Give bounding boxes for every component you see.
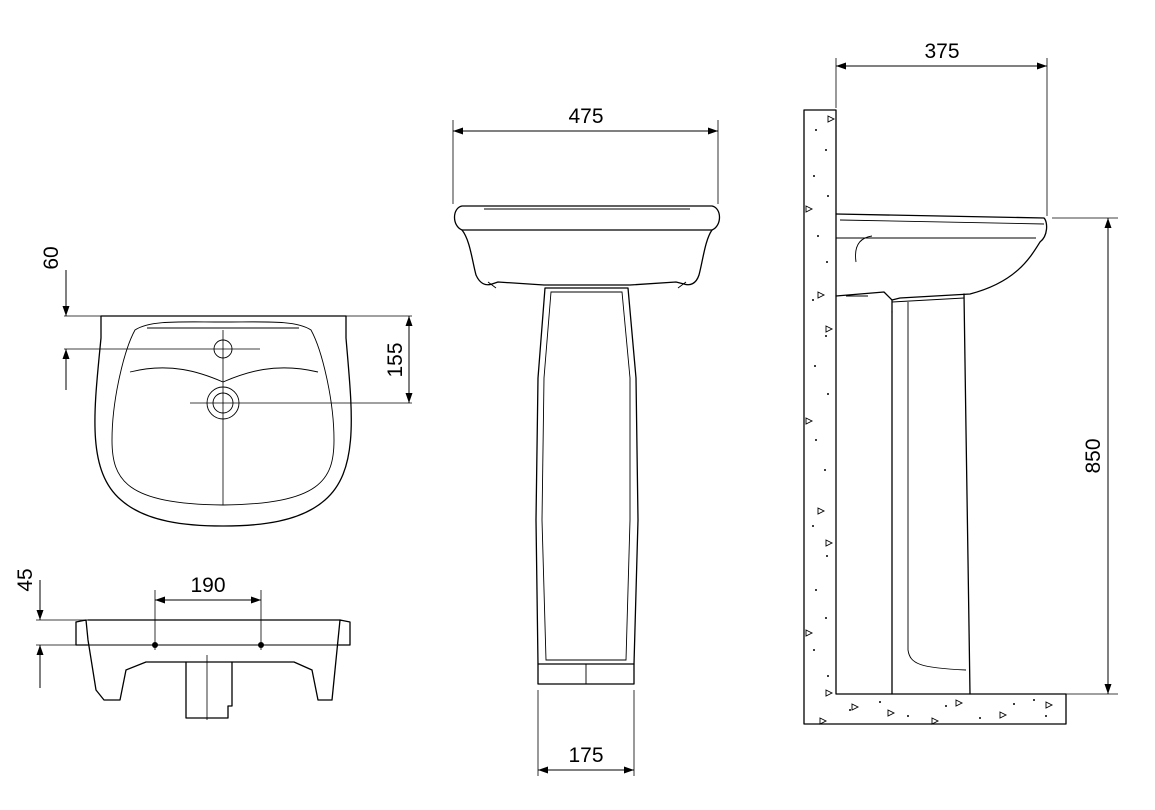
dimension-label-850: 850 xyxy=(1082,438,1105,473)
pedestal-front-view xyxy=(452,120,721,776)
side-view xyxy=(803,58,1118,725)
dimension-label-45: 45 xyxy=(14,568,37,591)
concrete-hatch xyxy=(805,115,1054,725)
dimension-label-155: 155 xyxy=(384,342,407,377)
basin-rear-view xyxy=(36,580,351,720)
dimension-label-190: 190 xyxy=(190,574,225,597)
basin-top-view xyxy=(62,270,413,527)
dimension-label-175: 175 xyxy=(568,744,603,767)
dimension-label-475: 475 xyxy=(568,105,603,128)
dimension-label-60: 60 xyxy=(40,246,63,269)
dimension-label-375: 375 xyxy=(924,40,959,63)
